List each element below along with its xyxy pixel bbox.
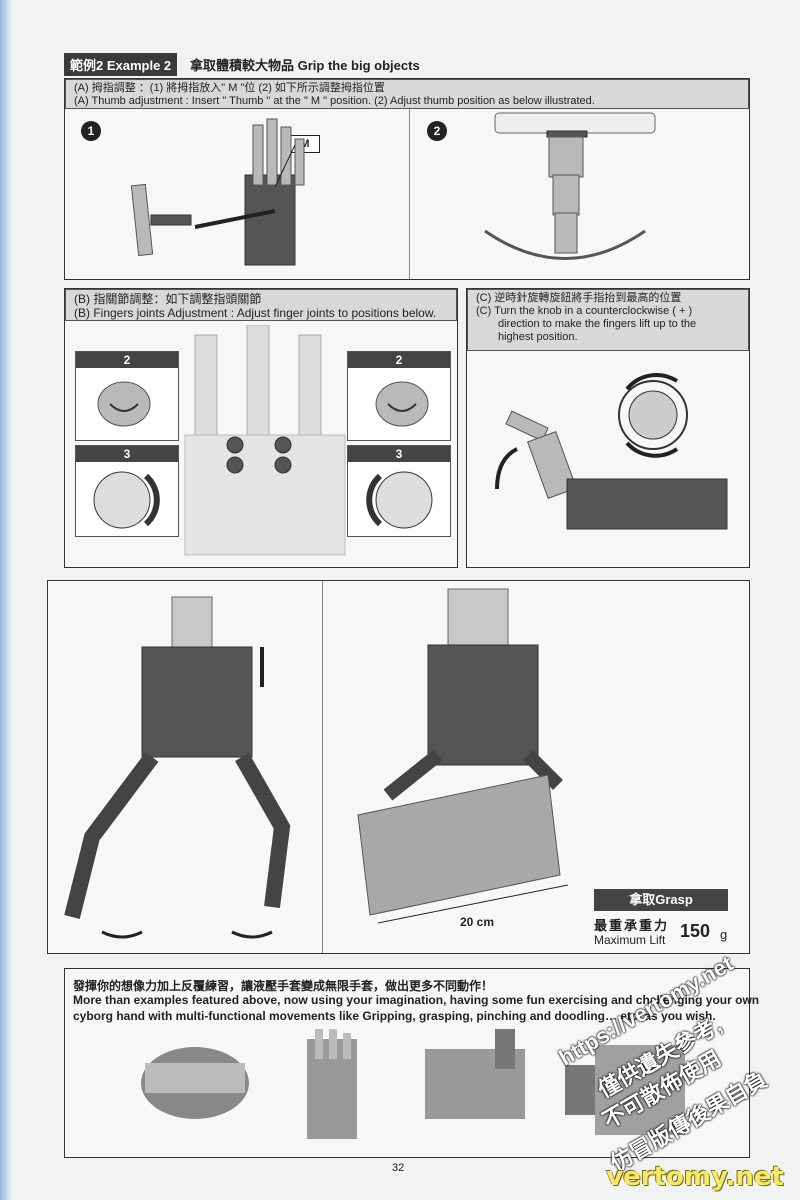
counterclockwise-arrow-icon	[625, 441, 679, 458]
joint-step-box-left-3: 3	[75, 445, 179, 537]
binding-spine	[0, 0, 12, 1200]
thumb-insert-illustration	[130, 118, 305, 266]
grasp-divider	[322, 581, 323, 953]
joint-step-box-right-3: 3	[347, 445, 451, 537]
footer-line1: 發揮你的想像力加上反覆練習，讓液壓手套變成無限手套，做出更多不同動作！	[73, 979, 494, 993]
example-tag: 範例2 Example 2	[64, 53, 178, 76]
section-c-header: (C) 逆時針旋轉旋鈕將手指抬到最高的位置 (C) Turn the knob …	[467, 289, 749, 351]
section-a-line2: (A) Thumb adjustment : Insert " Thumb " …	[74, 95, 595, 107]
grip-open-illustration	[64, 596, 291, 939]
example-photo-1	[141, 1047, 249, 1119]
lift-arrow-icon	[495, 447, 518, 490]
grip-board-illustration	[357, 588, 569, 924]
step-badge-1: 1	[81, 121, 101, 141]
example-photo-3	[425, 1029, 525, 1119]
page-number: 32	[392, 1162, 405, 1174]
section-a-divider	[409, 109, 410, 279]
thumb-position-illustration	[484, 112, 656, 260]
grasp-tag: 拿取Grasp	[594, 889, 728, 911]
max-lift-value: 150	[680, 921, 711, 941]
rotate-arrow-icon	[101, 930, 143, 939]
rotate-arrow-icon	[231, 930, 273, 939]
finger-joints-illustration	[184, 325, 346, 556]
step-badge-2: 2	[427, 121, 447, 141]
section-a-frame: (A) 拇指調整 ：(1) 將拇指放入" M "位 (2) 如下所示調整拇指位置…	[64, 78, 750, 280]
dial-detail-icon	[93, 471, 160, 529]
section-c-frame: (C) 逆時針旋轉旋鈕將手指抬到最高的位置 (C) Turn the knob …	[466, 288, 750, 568]
section-a-line1: (A) 拇指調整 ：(1) 將拇指放入" M "位 (2) 如下所示調整拇指位置	[74, 82, 385, 94]
section-b-line2: (B) Fingers joints Adjustment : Adjust f…	[74, 306, 437, 320]
vertomy-logo: vertomy.net	[606, 1162, 784, 1192]
dial-detail-icon	[366, 471, 433, 529]
counterclockwise-arrow-icon	[625, 373, 679, 391]
joint-step-number: 3	[76, 446, 178, 462]
section-b-header: (B) 指關節調整：如下調整指頭關節 (B) Fingers joints Ad…	[65, 289, 457, 321]
footer-line3: cyborg hand with multi-functional moveme…	[73, 1009, 716, 1023]
joint-step-number: 2	[76, 352, 178, 368]
example-photo-4	[565, 1045, 685, 1135]
board-size-label: 20 cm	[460, 915, 495, 929]
footer-frame: 發揮你的想像力加上反覆練習，讓液壓手套變成無限手套，做出更多不同動作！ More…	[64, 968, 760, 1158]
max-lift-label-cn: 最重承重力	[594, 918, 670, 933]
section-b-frame: (B) 指關節調整：如下調整指頭關節 (B) Fingers joints Ad…	[64, 288, 458, 568]
max-lift-unit: g	[720, 927, 728, 942]
joint-step-box-right-2: 2	[347, 351, 451, 441]
joint-detail-icon	[375, 381, 429, 427]
example-photo-2	[307, 1029, 357, 1139]
footer-line2: More than examples featured above, now u…	[73, 993, 760, 1007]
knob-rotation-illustration	[495, 373, 728, 530]
section-c-line2: (C) Turn the knob in a counterclockwise …	[476, 305, 693, 317]
section-a-header: (A) 拇指調整 ：(1) 將拇指放入" M "位 (2) 如下所示調整拇指位置…	[65, 79, 749, 109]
joint-detail-icon	[97, 381, 151, 427]
section-b-line1: (B) 指關節調整：如下調整指頭關節	[74, 292, 262, 306]
joint-step-number: 3	[348, 446, 450, 462]
joint-step-number: 2	[348, 352, 450, 368]
section-c-line4: highest position.	[498, 331, 578, 343]
joint-step-box-left-2: 2	[75, 351, 179, 441]
section-c-line3: direction to make the fingers lift up to…	[498, 318, 697, 330]
section-c-line1: (C) 逆時針旋轉旋鈕將手指抬到最高的位置	[476, 292, 682, 304]
grasp-frame: 20 cm 拿取Grasp 最重承重力 Maximum Lift 150 g	[47, 580, 750, 954]
example-title: 拿取體積較大物品 Grip the big objects	[190, 58, 420, 73]
max-lift-label-en: Maximum Lift	[594, 933, 666, 947]
